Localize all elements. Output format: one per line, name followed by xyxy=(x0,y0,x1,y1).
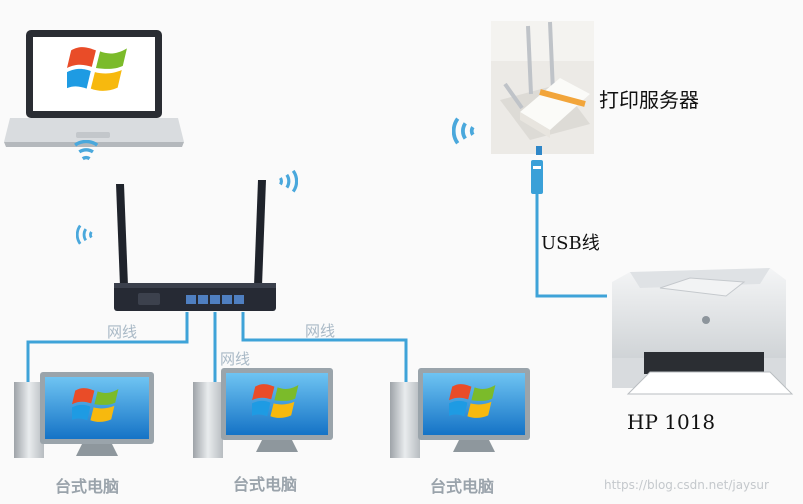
usb-connector-detail xyxy=(533,166,541,169)
network-cable-label-center: 网线 xyxy=(220,350,251,368)
usb-cable-label: USB线 xyxy=(541,233,600,254)
desktop-label-right: 台式电脑 xyxy=(430,477,495,496)
printer-label: HP 1018 xyxy=(627,410,716,434)
network-cable-label-right: 网线 xyxy=(305,322,336,340)
desktop-icon-center xyxy=(193,368,333,458)
cable-to-right-desktop xyxy=(241,312,408,390)
router-icon xyxy=(114,180,276,311)
laptop-icon xyxy=(4,30,184,147)
cable-to-left-desktop xyxy=(26,312,189,390)
desktop-icon-right xyxy=(390,368,530,458)
usb-cable-line xyxy=(535,192,607,298)
network-cables xyxy=(26,192,607,390)
router-right-wifi-signal-icon xyxy=(280,171,296,192)
print-server-wifi-signal-icon xyxy=(454,119,473,144)
print-server-icon xyxy=(491,21,594,155)
desktop-label-left: 台式电脑 xyxy=(55,477,120,496)
desktop-label-center: 台式电脑 xyxy=(233,475,298,494)
print-server-label: 打印服务器 xyxy=(599,88,699,112)
printer-icon xyxy=(612,268,794,395)
desktop-icon-left xyxy=(14,372,154,458)
router-left-wifi-signal-icon xyxy=(76,223,94,246)
network-cable-label-left: 网线 xyxy=(107,323,138,341)
usb-connector xyxy=(531,160,543,194)
watermark: https://blog.csdn.net/jaysur xyxy=(604,478,769,492)
